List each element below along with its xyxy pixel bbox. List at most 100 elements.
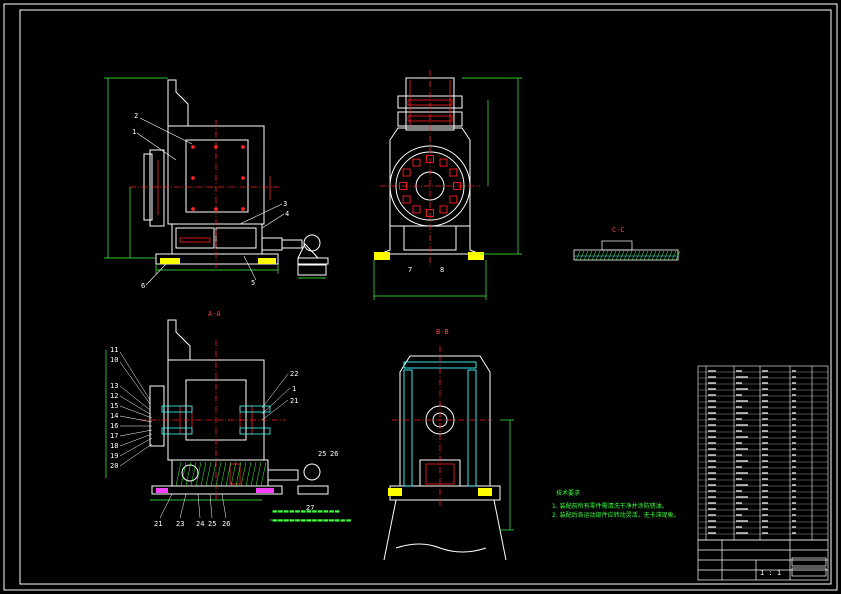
hatch-line — [623, 250, 629, 261]
bolt-hole — [449, 168, 458, 177]
hatch-line — [185, 461, 192, 487]
hatch-line — [175, 461, 182, 487]
hatch-line — [190, 461, 197, 487]
section-aa-right-leaders — [261, 373, 291, 421]
part-number-25b: 25 — [318, 450, 326, 458]
hatch-line — [195, 461, 202, 487]
section-aa-bottom-numbers: 21 23 24 25 26 — [154, 520, 230, 528]
hatch-line — [579, 250, 585, 261]
side-view-part-numbers: 7 8 — [408, 266, 444, 274]
hatch-line — [671, 250, 677, 261]
hatch-line — [583, 250, 589, 261]
part-number-23: 23 — [176, 520, 184, 528]
side-view-feet — [374, 252, 484, 260]
inner-frame — [19, 9, 832, 585]
hatch-line — [647, 250, 653, 261]
part-number-26: 26 — [222, 520, 230, 528]
part-number-2: 2 — [134, 112, 138, 120]
technical-notes: 技术要求 1. 装配前所有零件需清洗干净并涂防锈油。 2. 装配后各运动部件应转… — [552, 489, 680, 519]
hatch-line — [200, 461, 207, 487]
hatch-line — [220, 461, 227, 487]
part-number-25: 25 — [208, 520, 216, 528]
hatch-line — [611, 250, 617, 261]
bolt-hole — [402, 168, 411, 177]
front-view-feet — [160, 258, 276, 264]
part-number-10: 10 — [110, 356, 118, 364]
front-view-leaders — [136, 117, 285, 286]
hatch-line — [255, 461, 262, 487]
section-aa-cyan — [161, 405, 271, 435]
legend-line-2: ▬▬▬▬▬▬▬▬▬▬▬▬▬▬ — [272, 517, 352, 524]
front-view-part-numbers: 2 1 3 4 5 6 — [132, 112, 289, 290]
hatch-line — [607, 250, 613, 261]
section-aa — [149, 319, 329, 495]
part-number-3: 3 — [283, 200, 287, 208]
hatch-line — [225, 461, 232, 487]
bolt-hole — [439, 205, 448, 214]
side-view-dims — [373, 77, 522, 300]
hatch-line — [260, 461, 267, 487]
outer-frame — [3, 3, 838, 591]
hatch-line — [595, 250, 601, 261]
scale-text: 1 : 1 — [760, 569, 781, 577]
front-view-dims — [104, 77, 326, 279]
part-number-12: 12 — [110, 392, 118, 400]
hatch-line — [591, 250, 597, 261]
section-bb — [383, 355, 507, 561]
section-aa-left-leaders — [119, 351, 153, 467]
part-number-15: 15 — [110, 402, 118, 410]
notes-title: 技术要求 — [556, 489, 580, 497]
bolt-hole — [412, 205, 421, 214]
note-2: 2. 装配后各运动部件应转动灵活，无卡滞现象。 — [552, 511, 680, 519]
section-aa-label: A-A — [208, 310, 221, 318]
section-aa-left-numbers: 11 10 13 12 15 14 16 17 18 19 20 — [110, 346, 118, 470]
section-aa-motor-numbers: 25 26 27 — [306, 450, 338, 512]
hatch-line — [180, 461, 187, 487]
bom-table — [697, 365, 829, 541]
part-number-7: 7 — [408, 266, 412, 274]
part-number-17: 17 — [110, 432, 118, 440]
hatch-line — [655, 250, 661, 261]
section-cc: C-C — [573, 226, 681, 261]
part-number-27: 27 — [306, 504, 314, 512]
part-number-6: 6 — [141, 282, 145, 290]
bolt-hole — [449, 195, 458, 204]
section-aa-right-numbers: 22 1 21 — [290, 370, 298, 405]
section-aa-magenta — [156, 488, 274, 493]
hatch-line — [635, 250, 641, 261]
hatch-line — [619, 250, 625, 261]
hatch-line — [615, 250, 621, 261]
part-number-21b: 21 — [290, 397, 298, 405]
hatch-line — [599, 250, 605, 261]
section-aa-dims — [105, 350, 338, 521]
front-view-center-lines — [130, 120, 280, 268]
hatch-line — [603, 250, 609, 261]
section-bb-label: B-B — [436, 328, 449, 336]
hatch-line — [250, 461, 257, 487]
part-number-18: 18 — [110, 442, 118, 450]
part-number-22: 22 — [290, 370, 298, 378]
part-number-19: 19 — [110, 452, 118, 460]
legend-line-1: ▬▬▬▬▬▬▬▬▬▬▬▬ — [272, 508, 340, 515]
part-number-11: 11 — [110, 346, 118, 354]
hatch-line — [663, 250, 669, 261]
section-bb-feet — [388, 488, 492, 496]
part-number-26b: 26 — [330, 450, 338, 458]
hatch-line — [667, 250, 673, 261]
part-number-20: 20 — [110, 462, 118, 470]
part-number-16: 16 — [110, 422, 118, 430]
part-number-24: 24 — [196, 520, 204, 528]
hatch-line — [587, 250, 593, 261]
hatch-line — [651, 250, 657, 261]
part-number-4: 4 — [285, 210, 289, 218]
section-aa-bottom-leaders — [159, 493, 227, 519]
bolt-hole — [412, 158, 421, 167]
hatch-line — [643, 250, 649, 261]
hatch-line — [205, 461, 212, 487]
part-number-14: 14 — [110, 412, 118, 420]
hatch-line — [235, 461, 242, 487]
section-aa-legend: ▬▬▬▬▬▬▬▬▬▬▬▬ ▬▬▬▬▬▬▬▬▬▬▬▬▬▬ — [272, 508, 352, 524]
hatch-line — [240, 461, 247, 487]
hatch-line — [210, 461, 217, 487]
